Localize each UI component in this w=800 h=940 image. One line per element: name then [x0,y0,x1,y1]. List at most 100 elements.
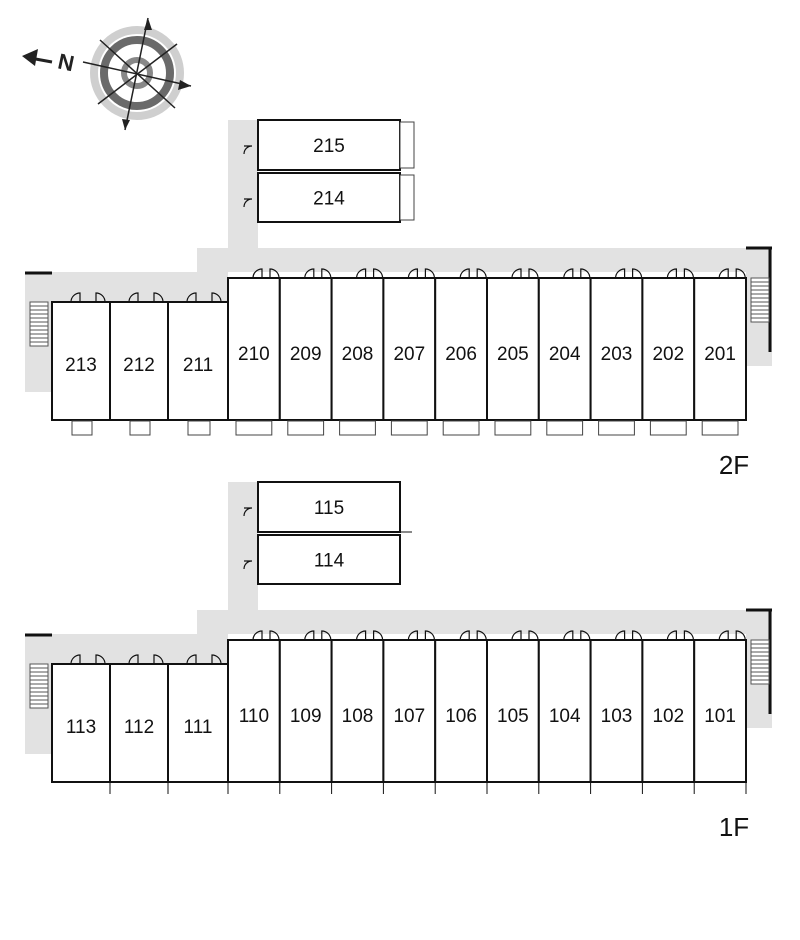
door-swing-icon [615,268,626,279]
unit-104 [537,639,592,783]
unit-label-204: 204 [549,344,581,365]
unit-label-215: 215 [313,136,345,157]
unit-label-101: 101 [704,706,736,727]
balcony-211 [187,420,211,436]
door-swing-icon [683,268,694,279]
balcony-210 [235,420,273,436]
door-swing-icon [528,268,539,279]
door-swing-icon [459,268,470,279]
unit-label-103: 103 [601,706,633,727]
door-swing-icon [424,268,435,279]
door-swing-icon [243,507,253,517]
unit-110 [227,639,281,783]
balcony-206 [442,420,480,436]
balcony-207 [390,420,428,436]
balcony-212 [129,420,151,436]
unit-113 [51,663,111,783]
balcony-202 [649,420,687,436]
unit-label-102: 102 [652,706,684,727]
unit-209 [278,277,333,421]
door-swing-icon [153,292,164,303]
door-swing-icon [356,630,367,641]
unit-label-111: 111 [184,717,213,738]
door-swing-icon [373,268,384,279]
unit-label-113: 113 [66,717,96,738]
corridor [25,482,772,754]
door-swing-icon [735,268,746,279]
balcony-203 [598,420,635,436]
unit-label-106: 106 [445,706,477,727]
door-swing-icon [252,268,263,279]
door-swing-icon [128,292,139,303]
door-swing-icon [95,292,106,303]
door-swing-icon [269,630,280,641]
door-swing-icon [459,630,470,641]
door-swing-icon [321,268,332,279]
unit-label-115: 115 [314,498,344,519]
door-swing-icon [424,630,435,641]
unit-label-205: 205 [497,344,529,365]
door-swing-icon [580,268,591,279]
door-swing-icon [718,630,729,641]
unit-114 [257,534,401,585]
balcony-205 [494,420,532,436]
door-swing-icon [632,630,643,641]
unit-label-105: 105 [497,706,529,727]
door-swing-icon [511,268,522,279]
unit-label-214: 214 [313,189,345,210]
unit-label-201: 201 [704,344,736,365]
door-swing-icon [269,268,280,279]
unit-210 [227,277,281,421]
unit-label-203: 203 [601,344,633,365]
door-swing-icon [211,292,222,303]
door-swing-icon [70,654,81,665]
unit-label-202: 202 [652,344,684,365]
floor-label: 2F [719,450,749,480]
door-swing-icon [304,268,315,279]
balcony-215 [399,121,415,169]
unit-label-208: 208 [342,344,374,365]
door-swing-icon [476,268,487,279]
unit-label-206: 206 [445,344,477,365]
door-swing-icon [95,654,106,665]
balcony-209 [287,420,325,436]
floor-label: 1F [719,812,749,842]
balcony-201 [701,420,739,436]
door-swing-icon [243,198,253,208]
door-swing-icon [580,630,591,641]
door-swing-icon [666,268,677,279]
unit-label-210: 210 [238,344,270,365]
unit-108 [330,639,385,783]
unit-215 [257,119,401,171]
balcony-204 [546,420,584,436]
door-swing-icon [70,292,81,303]
door-swing-icon [563,630,574,641]
unit-101 [693,639,748,783]
unit-label-114: 114 [314,551,345,572]
balcony-208 [339,420,376,436]
door-swing-icon [718,268,729,279]
north-label: N [56,49,77,77]
unit-112 [109,663,169,783]
unit-label-109: 109 [290,706,322,727]
unit-115 [257,481,401,533]
unit-212 [109,301,169,421]
door-swing-icon [615,630,626,641]
door-swing-icon [211,654,222,665]
door-swing-icon [304,630,315,641]
door-swing-icon [356,268,367,279]
door-swing-icon [683,630,694,641]
unit-111 [167,663,229,783]
unit-label-212: 212 [123,355,155,376]
unit-label-104: 104 [549,706,581,727]
door-swing-icon [407,268,418,279]
door-swing-icon [186,654,197,665]
door-swing-icon [563,268,574,279]
door-swing-icon [632,268,643,279]
door-swing-icon [153,654,164,665]
door-swing-icon [252,630,263,641]
unit-103 [589,639,644,783]
door-swing-icon [476,630,487,641]
